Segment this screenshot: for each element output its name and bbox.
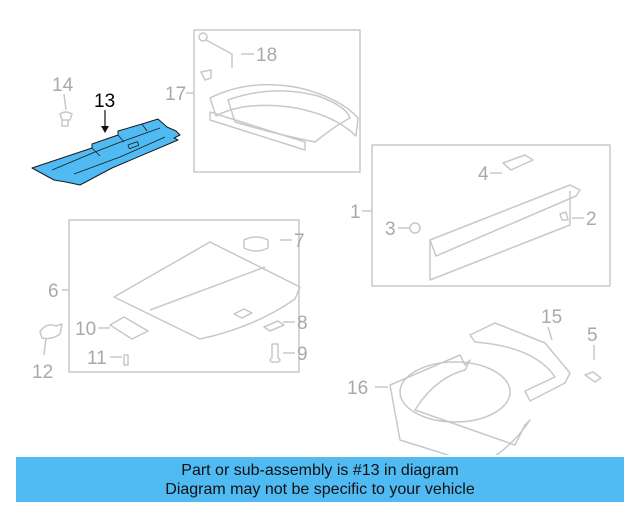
callout-3: 3 (385, 219, 396, 240)
callout-17: 17 (165, 84, 186, 105)
callout-7: 7 (294, 231, 305, 252)
callout-2: 2 (586, 209, 597, 230)
part-14-clip[interactable] (59, 93, 73, 127)
banner-line-1: Part or sub-assembly is #13 in diagram (181, 462, 459, 479)
part-6-group-box[interactable] (62, 219, 301, 373)
callout-16: 16 (347, 378, 368, 399)
callout-1: 1 (350, 202, 361, 223)
banner-line-2: Diagram may not be specific to your vehi… (165, 481, 475, 498)
callout-4: 4 (478, 164, 489, 185)
parts-diagram: 13 14 17 18 4 1 3 2 7 6 8 10 9 11 12 15 … (31, 29, 611, 455)
callout-6: 6 (48, 281, 59, 302)
callout-5: 5 (587, 325, 598, 346)
callout-11: 11 (87, 348, 107, 369)
part-15-16-tray[interactable] (389, 322, 602, 455)
callout-10: 10 (75, 319, 96, 340)
callout-14: 14 (52, 75, 74, 96)
info-banner: Part or sub-assembly is #13 in diagram D… (16, 457, 624, 502)
part-13-highlighted[interactable] (31, 118, 181, 186)
callout-9: 9 (297, 344, 308, 365)
part-17-group-box[interactable] (186, 29, 361, 173)
part-12-clip[interactable] (39, 323, 63, 356)
callout-15: 15 (541, 307, 562, 328)
callout-12: 12 (32, 362, 53, 383)
callout-18: 18 (256, 45, 277, 66)
callout-8: 8 (297, 313, 308, 334)
callout-13: 13 (94, 91, 115, 112)
